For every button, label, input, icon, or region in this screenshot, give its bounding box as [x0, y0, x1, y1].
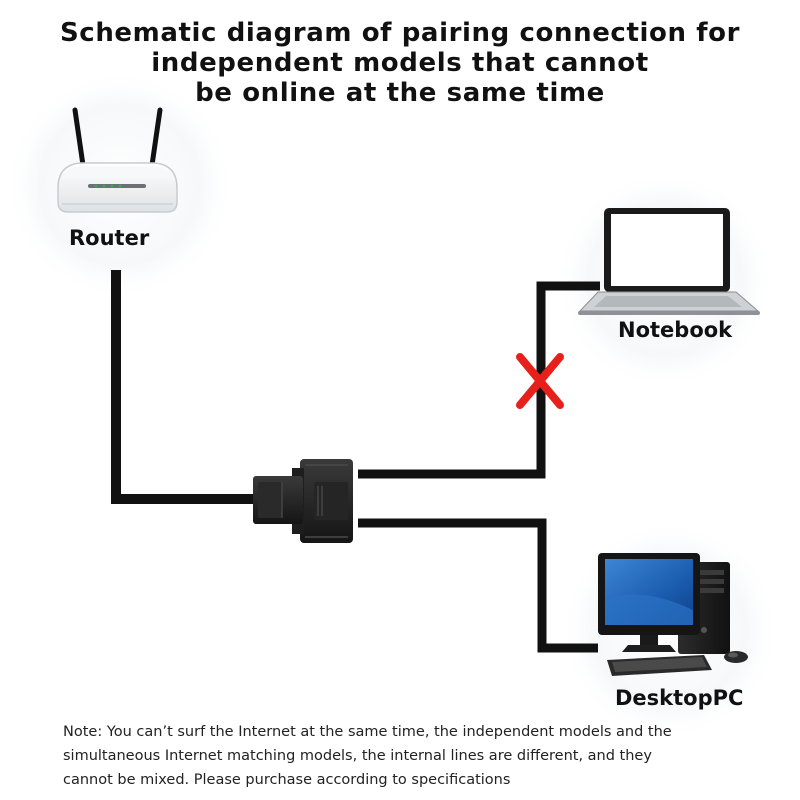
laptop-icon: [578, 208, 760, 315]
router-icon: [57, 107, 178, 213]
red-cross-icon: [516, 353, 564, 409]
note-line-2: simultaneous Internet matching models, t…: [63, 748, 652, 764]
desktop-pc-label: DesktopPC: [615, 686, 744, 710]
notebook-label: Notebook: [618, 318, 733, 342]
cable-router-to-splitter: [111, 270, 258, 504]
router-label: Router: [69, 226, 150, 250]
note-line-1: Note: You can’t surf the Internet at the…: [63, 724, 672, 740]
note-line-3: cannot be mixed. Please purchase accordi…: [63, 772, 511, 788]
title-line-2: independent models that cannot: [151, 48, 649, 78]
cable-splitter-to-desktop: [358, 518, 598, 653]
title-line-3: be online at the same time: [195, 78, 605, 108]
desktop-pc-icon: [598, 553, 748, 676]
rj45-splitter-icon: [253, 459, 353, 543]
title-line-1: Schematic diagram of pairing connection …: [59, 18, 740, 48]
